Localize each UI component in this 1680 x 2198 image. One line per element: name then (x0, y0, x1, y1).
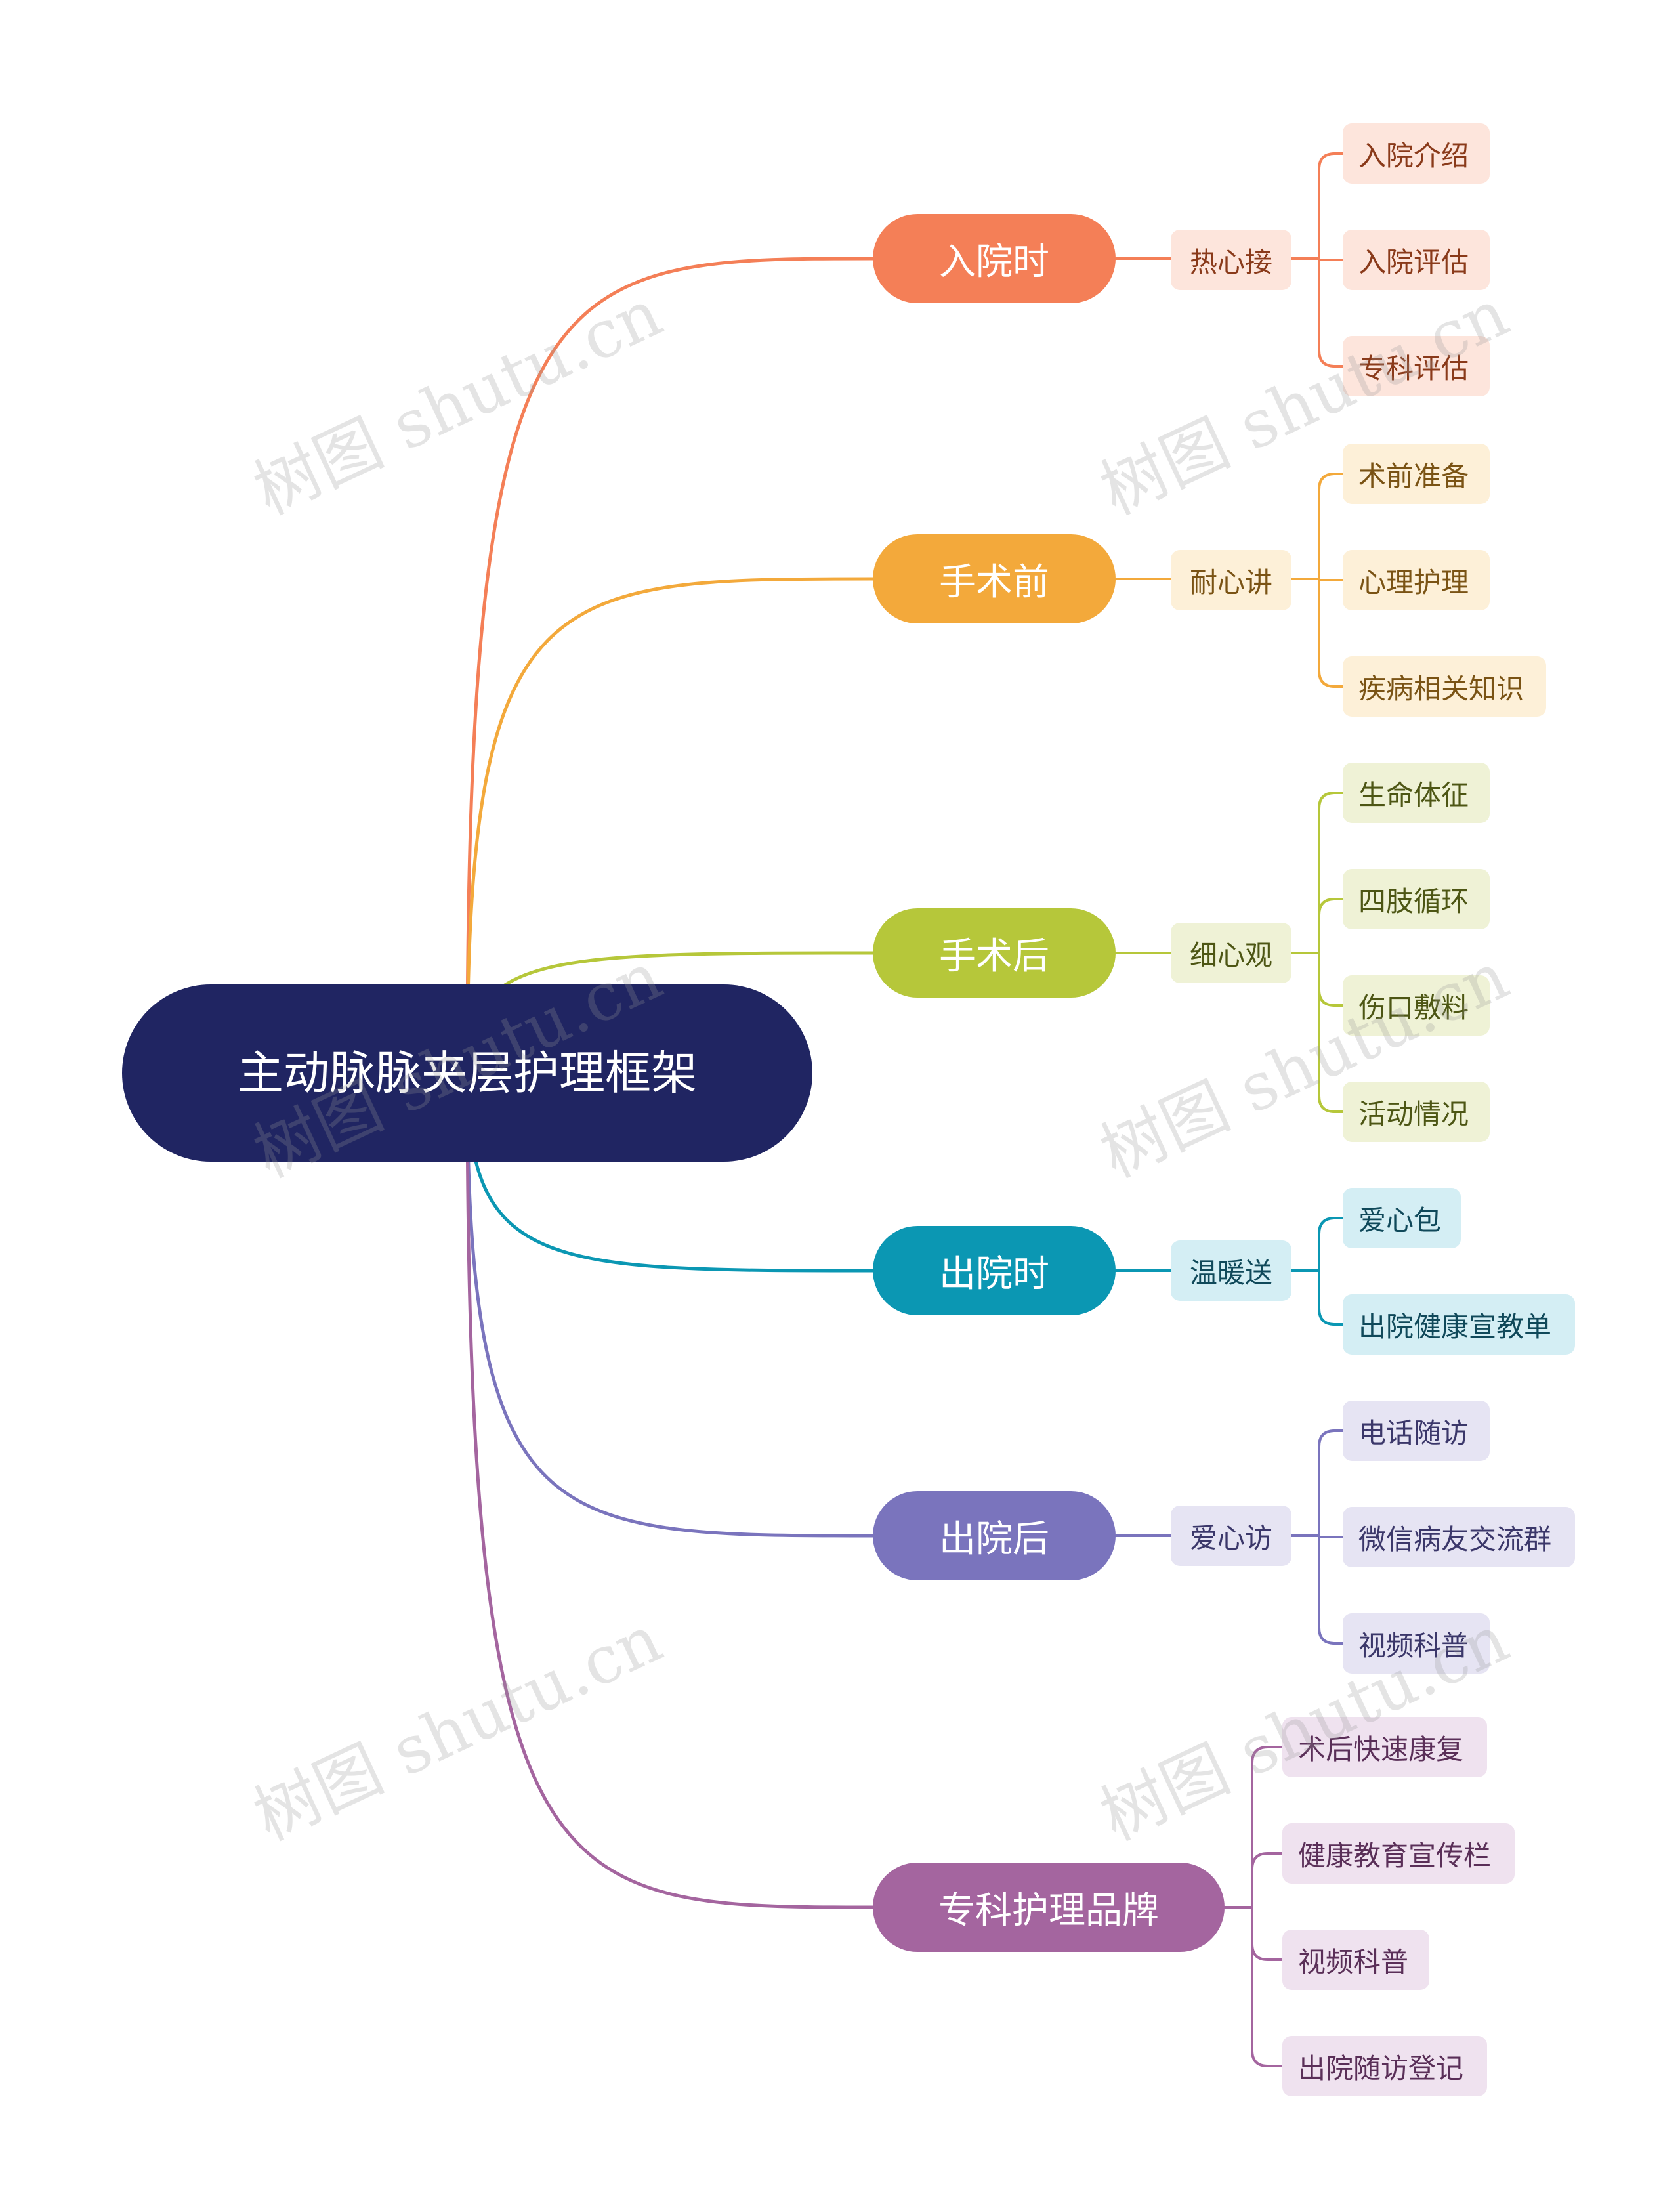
leaf-node[interactable]: 术后快速康复 (1282, 1717, 1487, 1777)
leaf-connector (1318, 152, 1344, 260)
sub-node-label: 温暖送 (1189, 1256, 1272, 1289)
leaf-node[interactable]: 视频科普 (1343, 1613, 1490, 1674)
branch-node-pre-surgery[interactable]: 手术前 (873, 534, 1116, 623)
root-node[interactable]: 主动脉脉夹层护理框架 (122, 984, 812, 1162)
leaf-node[interactable]: 活动情况 (1343, 1082, 1490, 1142)
leaf-label: 视频科普 (1358, 1629, 1469, 1662)
leaf-connector (1251, 1852, 1284, 1909)
root-title: 主动脉脉夹层护理框架 (238, 1046, 697, 1100)
leaf-label: 视频科普 (1298, 1945, 1409, 1978)
leaf-label: 入院介绍 (1358, 139, 1469, 172)
branch-node-discharge[interactable]: 出院时 (873, 1226, 1116, 1315)
leaf-connector (1318, 898, 1344, 954)
leaf-label: 心理护理 (1358, 566, 1469, 599)
leaf-node[interactable]: 健康教育宣传栏 (1282, 1823, 1515, 1884)
leaf-node[interactable]: 生命体征 (1343, 763, 1490, 823)
leaf-label: 健康教育宣传栏 (1298, 1839, 1492, 1872)
leaf-node[interactable]: 出院健康宣教单 (1343, 1294, 1575, 1355)
leaf-connector (1251, 1746, 1284, 1909)
branch-label: 入院时 (939, 240, 1049, 284)
leaf-node[interactable]: 视频科普 (1282, 1930, 1429, 1990)
branch-label: 出院时 (939, 1252, 1049, 1296)
leaf-connector (1318, 1217, 1344, 1272)
leaf-label: 电话随访 (1358, 1416, 1469, 1449)
leaf-connector (1318, 1429, 1344, 1537)
leaf-connector (1318, 952, 1344, 1113)
leaf-connector (1318, 257, 1344, 368)
leaf-node[interactable]: 微信病友交流群 (1343, 1507, 1575, 1567)
leaf-node[interactable]: 入院评估 (1343, 230, 1490, 290)
leaf-label: 活动情况 (1358, 1097, 1469, 1130)
leaf-connector (1318, 257, 1344, 261)
branch-connector (465, 1071, 875, 1909)
leaf-connector (1318, 1269, 1344, 1326)
leaf-label: 出院健康宣教单 (1358, 1310, 1552, 1343)
leaf-node[interactable]: 术前准备 (1343, 444, 1490, 504)
leaf-connector (1318, 578, 1344, 688)
sub-node-label: 耐心讲 (1189, 566, 1272, 599)
sub-node-warm-send[interactable]: 温暖送 (1171, 1240, 1292, 1301)
sub-node-caring-visit[interactable]: 爱心访 (1171, 1506, 1292, 1566)
branch-connector (465, 577, 875, 1075)
leaf-node[interactable]: 心理护理 (1343, 550, 1490, 610)
leaf-label: 爱心包 (1358, 1204, 1442, 1236)
branch-node-admission[interactable]: 入院时 (873, 214, 1116, 303)
branch-node-after-discharge[interactable]: 出院后 (873, 1491, 1116, 1580)
leaf-label: 入院评估 (1358, 245, 1469, 278)
leaf-connector (1318, 792, 1344, 954)
leaf-label: 四肢循环 (1358, 885, 1469, 918)
leaf-label: 伤口敷料 (1358, 991, 1469, 1024)
branch-connector (465, 1071, 875, 1538)
leaf-connector (1251, 1906, 1284, 1961)
leaf-node[interactable]: 四肢循环 (1343, 869, 1490, 929)
leaf-label: 术前准备 (1358, 459, 1469, 492)
leaf-node[interactable]: 电话随访 (1343, 1401, 1490, 1461)
branch-label: 手术前 (939, 560, 1049, 604)
branch-node-post-surgery[interactable]: 手术后 (873, 908, 1116, 998)
leaf-node[interactable]: 入院介绍 (1343, 123, 1490, 184)
branch-label: 手术后 (939, 935, 1049, 978)
branch-connector (465, 257, 875, 1075)
leaf-node[interactable]: 专科评估 (1343, 336, 1490, 396)
branch-node-specialty-brand[interactable]: 专科护理品牌 (873, 1863, 1225, 1952)
leaf-node[interactable]: 出院随访登记 (1282, 2036, 1487, 2096)
leaf-connector (1318, 578, 1344, 581)
sub-node-patient-explain[interactable]: 耐心讲 (1171, 550, 1292, 610)
sub-node-label: 爱心访 (1189, 1521, 1272, 1554)
leaf-node[interactable]: 疾病相关知识 (1343, 656, 1546, 717)
leaf-label: 专科评估 (1358, 352, 1469, 385)
leaf-label: 生命体征 (1358, 778, 1469, 811)
sub-node-label: 细心观 (1189, 939, 1272, 971)
leaf-label: 术后快速康复 (1298, 1733, 1464, 1765)
leaf-label: 微信病友交流群 (1358, 1523, 1552, 1555)
leaf-connector (1318, 473, 1344, 580)
leaf-connector (1318, 1534, 1344, 1645)
leaf-label: 疾病相关知识 (1358, 672, 1524, 705)
branch-label: 专科护理品牌 (938, 1889, 1159, 1932)
leaf-node[interactable]: 爱心包 (1343, 1188, 1461, 1248)
leaf-connector (1251, 1906, 1284, 2067)
sub-node-label: 热心接 (1189, 245, 1272, 278)
sub-node-careful-observe[interactable]: 细心观 (1171, 923, 1292, 983)
leaf-label: 出院随访登记 (1298, 2052, 1464, 2084)
leaf-node[interactable]: 伤口敷料 (1343, 975, 1490, 1036)
sub-node-warm-reception[interactable]: 热心接 (1171, 230, 1292, 290)
leaf-connector (1318, 1534, 1344, 1538)
leaf-connector (1318, 952, 1344, 1007)
branch-label: 出院后 (939, 1517, 1049, 1561)
